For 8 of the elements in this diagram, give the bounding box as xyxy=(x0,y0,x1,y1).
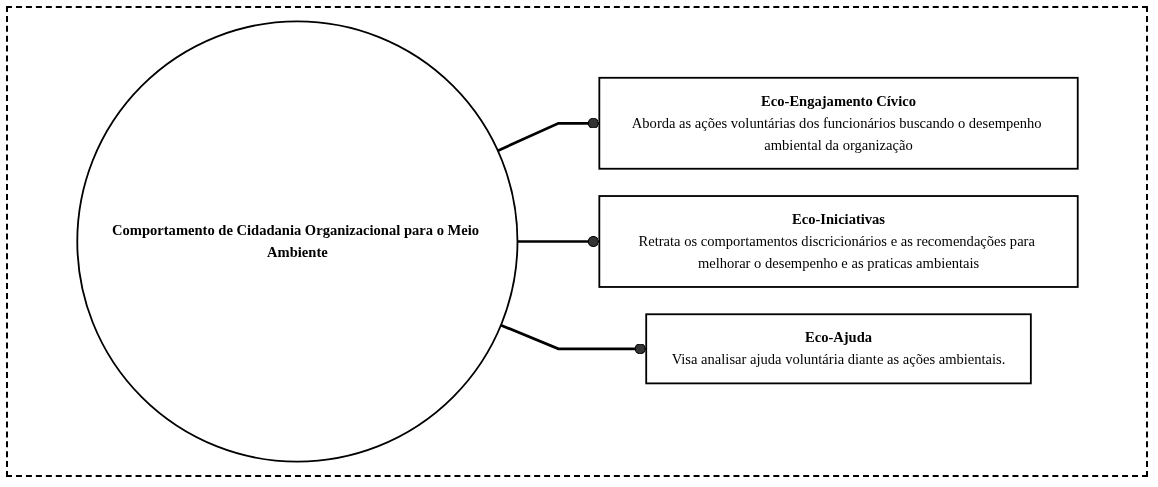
diagram: Comportamento de Cidadania Organizacional para o Meio Ambiente Eco-Engajamento Cívico Aborda as ações voluntárias dos funcionários buscando o desempenho ambiental da organização Eco-Iniciativas Retrata os comportamentos discricionários e as recomendações para melhorar o desempenho e as praticas ambientais Eco-Ajuda Visa analisar ajuda voluntária diante as ações ambientais. xyxy=(69,14,1085,469)
connector xyxy=(496,117,599,152)
connector xyxy=(516,236,599,247)
node-box xyxy=(597,76,1079,170)
connector xyxy=(499,323,646,355)
node-box xyxy=(597,195,1079,288)
node-circle xyxy=(75,20,518,463)
node-box xyxy=(644,313,1032,385)
